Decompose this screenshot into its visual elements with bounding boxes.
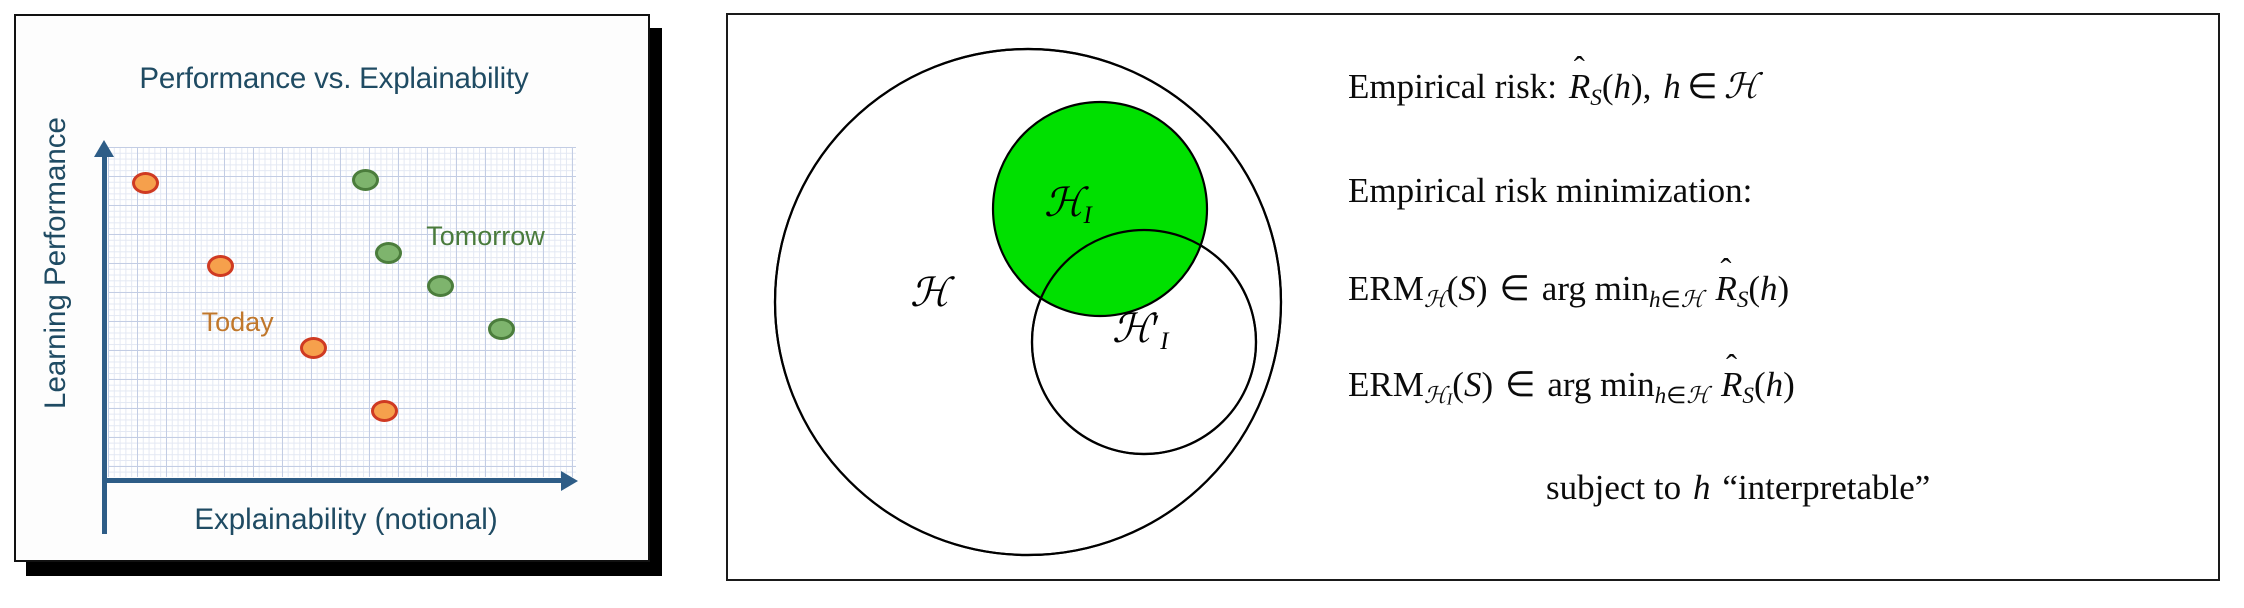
math-S-glyph-2: S bbox=[1463, 365, 1482, 404]
data-point-tomorrow-0 bbox=[351, 169, 379, 191]
math-paren-close-4: ) bbox=[1481, 365, 1494, 404]
circle-H-I-prime-outline bbox=[1030, 228, 1258, 456]
math-paren-open-4: ( bbox=[1452, 365, 1464, 404]
x-axis-line bbox=[102, 478, 568, 483]
math-subscript-S-2: S bbox=[1736, 285, 1749, 312]
math-argmin-label: arg min bbox=[1541, 269, 1650, 308]
math-paren-open-5: ( bbox=[1753, 365, 1766, 404]
math-paren-close-5: ) bbox=[1783, 365, 1795, 404]
math-erm-subscript-H: ℋ bbox=[1423, 286, 1447, 313]
annotation-today: Today bbox=[201, 307, 274, 338]
hat-accent-icon: ˆ bbox=[1573, 49, 1585, 87]
data-point-today-3 bbox=[370, 400, 398, 422]
math-erm-subscript-I: I bbox=[1446, 389, 1453, 409]
math-argmin-label-2: arg min bbox=[1547, 365, 1655, 404]
hat-accent-icon-3: ˆ bbox=[1725, 347, 1738, 385]
math-comma: , bbox=[1642, 67, 1652, 106]
math-h-glyph-4: h bbox=[1765, 365, 1784, 404]
math-label-empirical-risk: Empirical risk: bbox=[1348, 67, 1557, 106]
math-argmin-subscript-h: h bbox=[1649, 285, 1661, 312]
data-point-today-2 bbox=[300, 337, 328, 360]
data-point-tomorrow-2 bbox=[426, 274, 454, 297]
math-R-glyph-3: R bbox=[1721, 365, 1743, 404]
x-axis-arrowhead-icon bbox=[561, 471, 578, 491]
math-paren-close-3: ) bbox=[1777, 269, 1790, 308]
math-argmin-subscript-h-2: h bbox=[1654, 381, 1667, 408]
math-subject-to-label: subject to bbox=[1546, 468, 1682, 507]
math-argmin-subscript-in: ∈ bbox=[1660, 285, 1681, 312]
math-in-symbol-2: ∈ bbox=[1499, 269, 1530, 308]
data-point-today-0 bbox=[131, 172, 159, 195]
chart-title: Performance vs. Explainability bbox=[139, 62, 529, 95]
math-paren-close: ) bbox=[1630, 67, 1643, 106]
math-interpretable-quoted: “interpretable” bbox=[1722, 468, 1931, 507]
venn-diagram-svg bbox=[773, 47, 1283, 557]
math-label-empirical-risk-minimization: Empirical risk minimization: bbox=[1348, 171, 1753, 210]
math-h-glyph-2: h bbox=[1663, 67, 1681, 106]
math-line-subject-to: subject to h “interpretable” bbox=[1546, 470, 1930, 505]
math-h-glyph: h bbox=[1613, 67, 1631, 106]
math-paren-open-2: ( bbox=[1446, 269, 1459, 308]
data-point-today-1 bbox=[206, 254, 234, 277]
math-line-empirical-risk-minimization: Empirical risk minimization: bbox=[1348, 173, 1752, 208]
data-point-tomorrow-1 bbox=[375, 241, 403, 264]
plot-area bbox=[108, 147, 576, 477]
math-R-glyph-2: R bbox=[1715, 269, 1737, 308]
data-point-tomorrow-3 bbox=[487, 317, 515, 340]
math-paren-close-2: ) bbox=[1475, 269, 1488, 308]
math-h-glyph-3: h bbox=[1760, 269, 1778, 308]
math-argmin-subscript-H-2: ℋ bbox=[1686, 382, 1710, 409]
math-in-symbol: ∈ bbox=[1687, 67, 1718, 106]
math-h-glyph-5: h bbox=[1693, 468, 1711, 507]
y-axis-arrowhead-icon bbox=[94, 140, 114, 157]
y-axis-label: Learning Performance bbox=[39, 117, 72, 409]
circle-H-outline bbox=[773, 47, 1283, 557]
math-subscript-S-3: S bbox=[1742, 381, 1754, 408]
math-erm-label-2: ERM bbox=[1348, 365, 1424, 404]
y-axis-line bbox=[102, 152, 107, 534]
circle-H-I bbox=[991, 100, 1209, 318]
math-scriptH: ℋ bbox=[1723, 67, 1759, 107]
chart-card: Performance vs. Explainability Learning … bbox=[14, 14, 650, 562]
x-axis-label: Explainability (notional) bbox=[194, 503, 498, 536]
math-paren-open: ( bbox=[1601, 67, 1614, 106]
math-subscript-S: S bbox=[1590, 83, 1602, 110]
annotation-tomorrow: Tomorrow bbox=[426, 221, 545, 252]
math-S-glyph: S bbox=[1458, 269, 1476, 308]
math-erm-label: ERM bbox=[1348, 269, 1424, 308]
venn-diagram: ℋ ℋI ℋ′I bbox=[738, 19, 1338, 579]
performance-vs-explainability-panel: Performance vs. Explainability Learning … bbox=[14, 14, 650, 562]
math-R-glyph: R bbox=[1568, 67, 1591, 106]
math-erm-subscript-H-2: ℋ bbox=[1423, 382, 1447, 409]
math-argmin-subscript-in-2: ∈ bbox=[1666, 381, 1687, 408]
math-in-symbol-3: ∈ bbox=[1504, 365, 1536, 404]
hat-accent-icon-2: ˆ bbox=[1720, 251, 1732, 289]
math-argmin-subscript-H: ℋ bbox=[1680, 286, 1704, 313]
math-paren-open-3: ( bbox=[1748, 269, 1761, 308]
